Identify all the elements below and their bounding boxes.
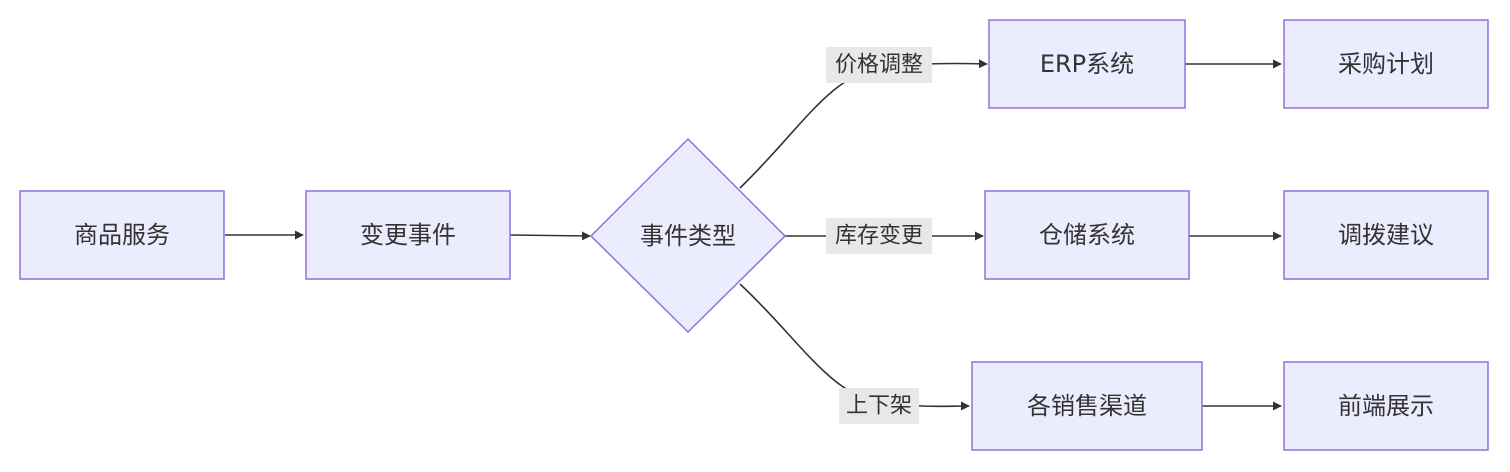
edge-change-event-to-event-type	[509, 231, 591, 241]
edge-label-stock-change-text: 库存变更	[835, 224, 923, 249]
node-frontend-display[interactable]: 前端展示	[1283, 361, 1489, 451]
node-sales-channels[interactable]: 各销售渠道	[971, 361, 1203, 451]
node-frontend-display-label: 前端展示	[1338, 392, 1434, 420]
node-warehouse-system-label: 仓储系统	[1039, 221, 1135, 249]
node-warehouse-system[interactable]: 仓储系统	[984, 190, 1190, 280]
node-transfer-advice[interactable]: 调拨建议	[1283, 190, 1489, 280]
edge-label-listing-change: 上下架	[839, 388, 919, 424]
edge-label-price-adjust: 价格调整	[826, 47, 932, 83]
node-product-service[interactable]: 商品服务	[19, 190, 225, 280]
node-change-event[interactable]: 变更事件	[305, 190, 511, 280]
node-event-type-label: 事件类型	[640, 222, 736, 250]
edge-label-price-adjust-text: 价格调整	[835, 53, 923, 78]
node-transfer-advice-label: 调拨建议	[1338, 221, 1434, 249]
node-purchase-plan[interactable]: 采购计划	[1283, 19, 1489, 109]
node-erp-system[interactable]: ERP系统	[988, 19, 1186, 109]
edge-event-type-to-sales-channels	[739, 283, 970, 411]
node-purchase-plan-label: 采购计划	[1338, 50, 1434, 78]
node-sales-channels-label: 各销售渠道	[1027, 392, 1147, 420]
node-event-type[interactable]: 事件类型	[589, 137, 787, 334]
node-change-event-label: 变更事件	[360, 221, 456, 249]
node-product-service-label: 商品服务	[74, 221, 170, 249]
edge-label-stock-change: 库存变更	[826, 218, 932, 254]
edge-label-listing-change-text: 上下架	[846, 394, 912, 419]
node-erp-system-label: ERP系统	[1040, 50, 1134, 78]
